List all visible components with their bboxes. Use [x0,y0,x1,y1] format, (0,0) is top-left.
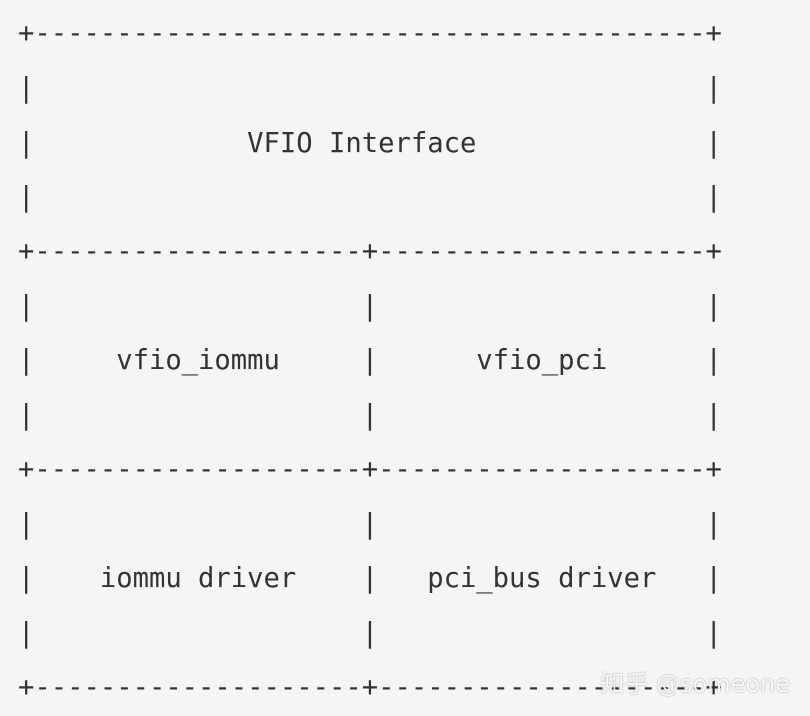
vfio-interface-label-row: | VFIO Interface | [18,128,722,159]
vfio-iommu-vfio-pci-row: | vfio_iommu | vfio_pci | [18,345,722,376]
row3-spacer-bottom: | | | [18,618,722,649]
vfio-interface-spacer-top: | | [18,73,722,104]
row3-spacer-top: | | | [18,509,722,540]
border-divider-1: +--------------------+------------------… [18,236,722,267]
watermark: 知乎 @someone [600,670,790,698]
iommu-driver-pci-bus-driver-row: | iommu driver | pci_bus driver | [18,563,722,594]
row2-spacer-bottom: | | | [18,400,722,431]
border-divider-2: +--------------------+------------------… [18,454,722,485]
vfio-interface-spacer-bottom: | | [18,182,722,213]
row2-spacer-top: | | | [18,291,722,322]
border-top: +---------------------------------------… [18,18,722,49]
border-bottom: +--------------------+------------------… [18,672,722,703]
